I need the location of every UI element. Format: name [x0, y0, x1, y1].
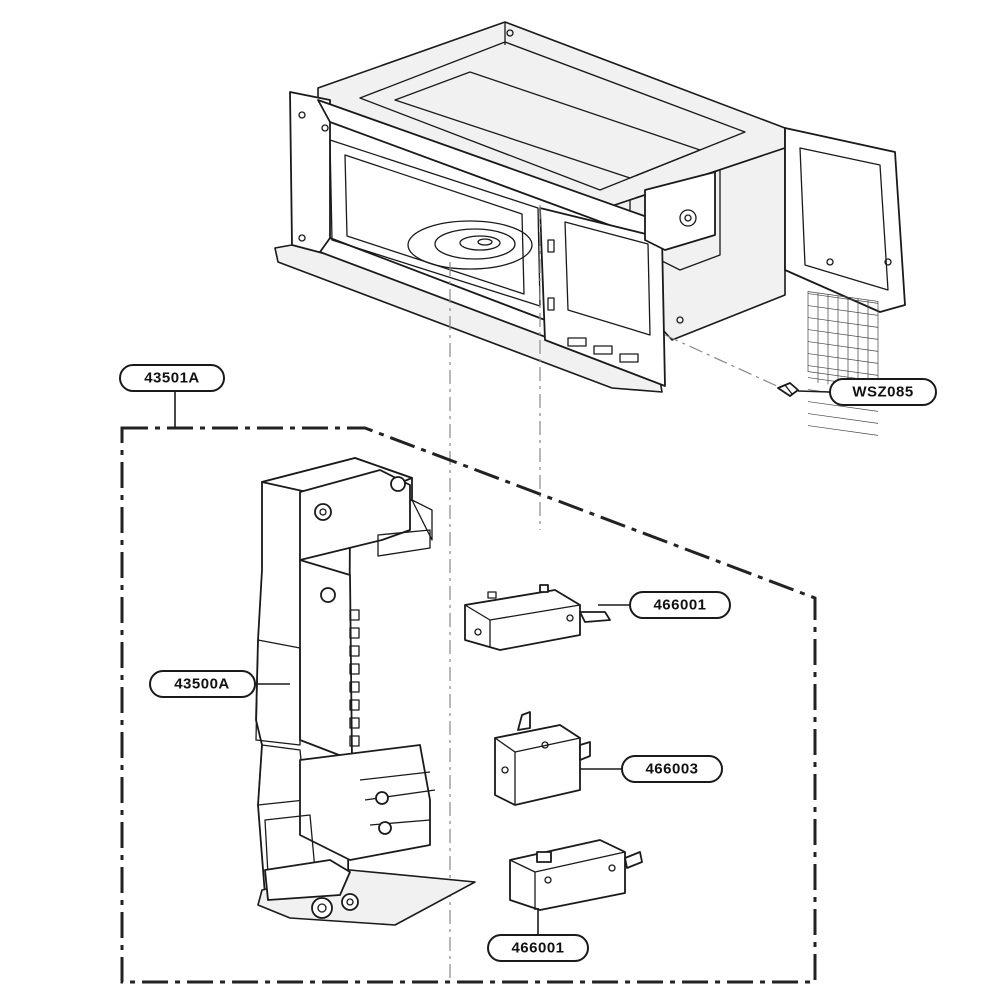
callout-label-switch-bottom: 466001: [511, 940, 564, 957]
callout-WSZ085: WSZ085: [797, 378, 937, 406]
callout-43501A: 43501A: [119, 364, 225, 428]
assembly-boundary: [120, 426, 817, 984]
micro-switch-top: [464, 584, 611, 651]
turntable: [407, 220, 533, 270]
latch-rack-teeth: [349, 609, 360, 747]
screw-part: [777, 382, 799, 397]
callout-label-switch-middle: 466003: [645, 761, 698, 778]
callout-466001-top: 466001: [598, 591, 731, 619]
callout-label-screw: WSZ085: [852, 384, 913, 401]
callout-466001-bottom: 466001: [487, 908, 589, 962]
callout-label-assembly: 43501A: [144, 370, 200, 387]
callout-466003: 466003: [580, 755, 723, 783]
micro-switch-bottom: [509, 839, 643, 911]
microwave-cavity-chassis: [274, 21, 906, 436]
callout-label-latch-body: 43500A: [174, 676, 230, 693]
door-latch-body: [255, 457, 476, 926]
micro-switch-middle: [494, 711, 591, 806]
callout-label-switch-top: 466001: [653, 597, 706, 614]
projection-lines: [449, 205, 791, 980]
callout-43500A: 43500A: [149, 670, 290, 698]
vent-grille: [807, 291, 879, 436]
